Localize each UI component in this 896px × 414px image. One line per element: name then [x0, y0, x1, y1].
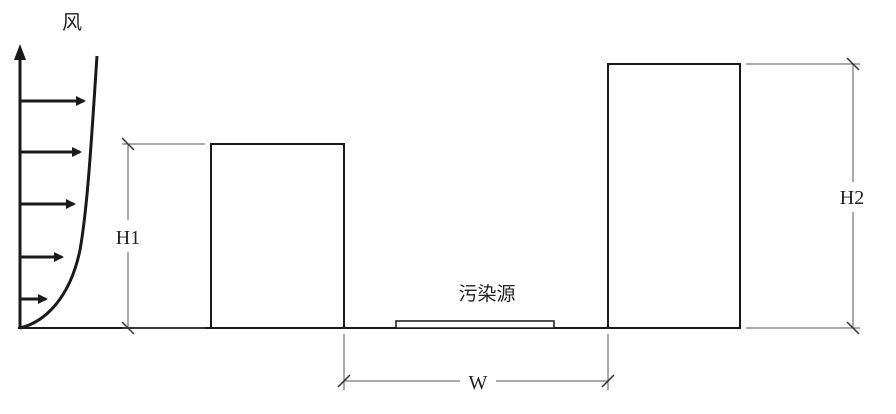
wind-profile: 风: [14, 10, 99, 330]
wind-label: 风: [62, 10, 82, 34]
wind-axis-arrow-icon: [14, 44, 26, 60]
h1-label: H1: [116, 227, 140, 249]
pollution-source-label: 污染源: [458, 283, 515, 305]
w-tick-right: [601, 374, 615, 388]
h1-tick-bottom: [121, 321, 135, 335]
left-building: [210, 143, 345, 329]
h2-tick-top: [846, 57, 860, 71]
h1-tick-top: [121, 137, 135, 151]
w-label: W: [469, 372, 488, 394]
wind-profile-curve: [19, 55, 99, 330]
w-tick-left: [337, 374, 351, 388]
pollution-source: [395, 320, 555, 329]
right-building: [607, 63, 741, 329]
h2-tick-bottom: [846, 321, 860, 335]
h1-dimension: H1: [116, 137, 205, 335]
w-dimension: W: [337, 334, 615, 394]
h2-dimension: H2: [746, 57, 864, 335]
h2-label: H2: [840, 187, 864, 209]
